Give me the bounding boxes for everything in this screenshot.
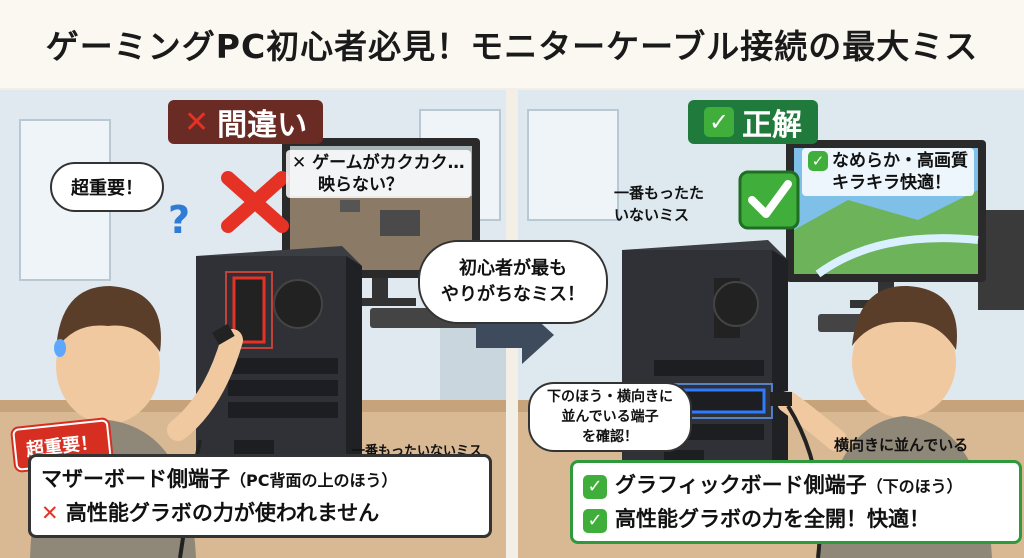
- motherboard-port-box: マザーボード側端子（PC背面の上のほう） ✕ 高性能グラボの力が使われません: [28, 454, 492, 538]
- x-mark-icon: ✕: [41, 501, 59, 525]
- waste-note: 一番もったた いないミス: [614, 182, 704, 226]
- common-mistake-line2: やりがちなミス！: [441, 284, 585, 305]
- motherboard-port-location: （PC背面の上のほう）: [230, 471, 398, 490]
- check-ports-line1: 下のほう・横向きに: [547, 389, 673, 405]
- waste-note-line2: いないミス: [614, 206, 690, 224]
- correct-screen-caption: ✓なめらか・高画質 キラキラ快適！: [802, 148, 974, 196]
- check-mark-icon: ✓: [583, 509, 607, 533]
- wrong-badge: ✕ 間違い: [168, 100, 324, 144]
- common-mistake-line1: 初心者が最も: [459, 258, 567, 279]
- check-ports-line2: 並んでいる端子: [561, 409, 659, 425]
- page-title: ゲーミングPC初心者必見！モニターケーブル接続の最大ミス: [0, 0, 1024, 88]
- wrong-label: 間違い: [217, 108, 308, 143]
- important-speech-bubble: 超重要！: [50, 162, 164, 212]
- check-ports-speech-bubble: 下のほう・横向きに 並んでいる端子 を確認！: [528, 382, 692, 452]
- correct-screen-caption-line1: なめらか・高画質: [832, 151, 968, 171]
- motherboard-port-label: マザーボード側端子: [41, 467, 230, 491]
- graphics-port-benefit: 高性能グラボの力を全開！快適！: [615, 507, 930, 531]
- wrong-screen-caption-line1: ✕ ゲームがカクカク…: [292, 153, 465, 173]
- graphics-port-label: グラフィックボード側端子: [615, 473, 867, 497]
- graphics-port-location: （下のほう）: [866, 477, 963, 496]
- check-ports-line3: を確認！: [582, 429, 638, 445]
- common-mistake-bubble: 初心者が最も やりがちなミス！: [418, 240, 608, 324]
- graphics-card-port-box: ✓ グラフィックボード側端子（下のほう） ✓ 高性能グラボの力を全開！快適！: [570, 460, 1022, 544]
- correct-label: 正解: [742, 108, 802, 143]
- question-mark-icon: ?: [168, 198, 191, 242]
- check-mark-icon: ✓: [704, 107, 734, 137]
- wrong-screen-caption-line2: 映らない？: [318, 175, 403, 195]
- horizontal-note: 横向きに並んでいる: [834, 436, 969, 454]
- wrong-screen-caption: ✕ ゲームがカクカク… 映らない？: [286, 150, 471, 198]
- waste-note-line1: 一番もったた: [614, 184, 705, 202]
- x-mark-icon: ✕: [184, 104, 210, 140]
- check-mark-icon: ✓: [583, 475, 607, 499]
- wrong-panel: ✕ 間違い 超重要！ ? ✕ ゲームがカクカク… 映らない？ 一番もったいないミ…: [0, 90, 506, 558]
- correct-panel: ✓ 正解 ✓なめらか・高画質 キラキラ快適！ 一番もったた いないミス 下のほう…: [518, 90, 1024, 558]
- motherboard-port-warning: 高性能グラボの力が使われません: [65, 501, 380, 525]
- correct-screen-caption-line2: キラキラ快適！: [832, 173, 951, 193]
- correct-badge: ✓ 正解: [688, 100, 818, 144]
- check-mark-icon: ✓: [808, 151, 828, 171]
